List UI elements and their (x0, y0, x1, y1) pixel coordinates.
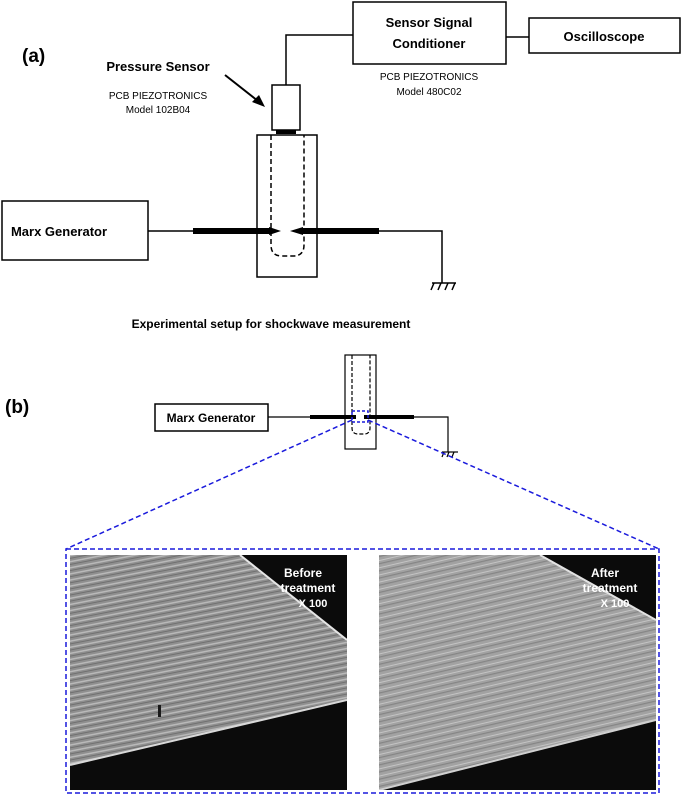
inner-tube (270, 135, 305, 257)
after-line3: X 100 (601, 598, 630, 610)
left-electrode-tip (269, 227, 281, 235)
panel-a-label: (a) (22, 46, 45, 67)
conditioner-line1: Sensor Signal (386, 15, 473, 30)
sensor-pointer-arrow (224, 74, 259, 102)
conditioner-maker: PCB PIEZOTRONICS (380, 72, 479, 83)
sensor-title: Pressure Sensor (106, 59, 209, 74)
marx-generator-label-b: Marx Generator (167, 411, 256, 425)
right-electrode-tip (290, 227, 303, 235)
oscilloscope-box (528, 17, 681, 54)
oscilloscope-label: Oscilloscope (564, 29, 645, 44)
right-electrode (303, 228, 379, 234)
test-cell-b (344, 354, 377, 450)
sensor-maker: PCB PIEZOTRONICS (109, 91, 208, 102)
ground-wire (379, 230, 443, 283)
panel-b-label: (b) (5, 397, 29, 418)
before-line3: X 100 (299, 598, 328, 610)
zoom-line-left (65, 419, 353, 550)
after-line1: After (591, 566, 619, 580)
sensor-tip (276, 130, 296, 134)
sensor-pointer-arrowhead (252, 95, 265, 107)
zoom-frame (65, 548, 660, 794)
sensor-to-conditioner-wire (285, 34, 353, 85)
before-line2: treatment (281, 581, 336, 595)
after-line2: treatment (583, 581, 638, 595)
zoom-region (351, 410, 369, 423)
sem-image-after (379, 555, 656, 790)
test-cell (256, 134, 318, 278)
ground-wire-b (414, 416, 449, 452)
conditioner-model: Model 480C02 (396, 87, 461, 98)
marx-generator-label-a: Marx Generator (11, 224, 107, 239)
left-electrode-b (310, 415, 356, 419)
sensor-model: Model 102B04 (126, 105, 191, 116)
sem-image-before (70, 555, 347, 790)
conditioner-box (352, 1, 507, 65)
marx-generator-box-a (1, 200, 149, 261)
right-electrode-b (364, 415, 414, 419)
panel-a-caption: Experimental setup for shockwave measure… (132, 317, 411, 331)
left-electrode (193, 228, 269, 234)
ground-symbol (430, 282, 456, 291)
pressure-sensor (271, 84, 301, 131)
zoom-line-right (367, 419, 660, 550)
before-line1: Before (284, 566, 322, 580)
inner-tube-b (351, 355, 371, 435)
conditioner-line2: Conditioner (393, 36, 466, 51)
